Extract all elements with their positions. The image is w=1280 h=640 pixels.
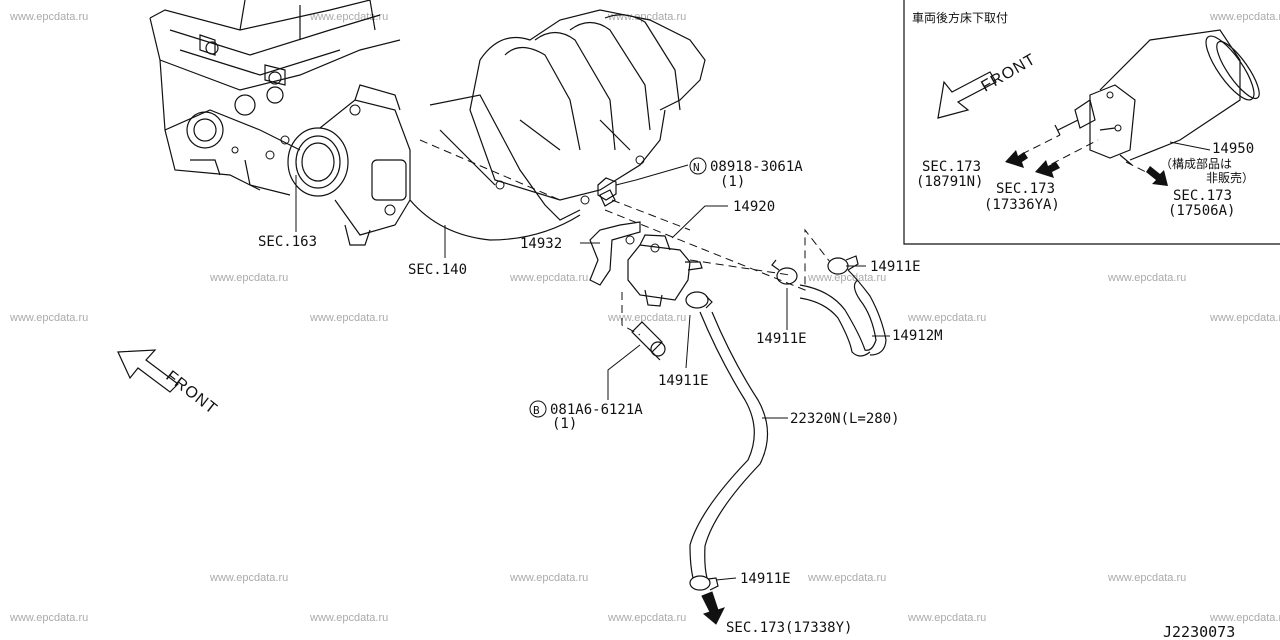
- label-nut: N 08918-3061A (1): [689, 157, 803, 190]
- watermark: www.epcdata.ru: [309, 612, 388, 624]
- watermark: www.epcdata.ru: [209, 272, 288, 284]
- watermark: www.epcdata.ru: [607, 612, 686, 624]
- charcoal-canister: [1054, 29, 1260, 166]
- watermark: www.epcdata.ru: [1107, 572, 1186, 584]
- watermark: www.epcdata.ru: [509, 272, 588, 284]
- inset-sec-a-line1: SEC.173: [922, 159, 981, 175]
- label-hose-short: 14912M: [892, 328, 943, 344]
- watermark: www.epcdata.ru: [9, 312, 88, 324]
- label-valve: 14920: [733, 199, 775, 215]
- watermark: www.epcdata.ru: [807, 272, 886, 284]
- nut-symbol: N: [693, 161, 700, 174]
- engine-cylinder-head: [149, 0, 401, 196]
- label-clamp-mid: 14911E: [756, 331, 807, 347]
- hose-22320n: [689, 311, 769, 579]
- bolt: [631, 321, 666, 361]
- watermark: www.epcdata.ru: [209, 572, 288, 584]
- diagram-code: J2230073: [1163, 623, 1235, 640]
- label-bracket: 14932: [520, 236, 562, 252]
- label-clamp-top-right: 14911E: [870, 259, 921, 275]
- inset-note: 車両後方床下取付: [912, 10, 1008, 25]
- watermark: www.epcdata.ru: [1209, 312, 1280, 324]
- inset-sec-b-line1: SEC.173: [996, 181, 1055, 197]
- hose-clamp: [689, 575, 719, 591]
- inset-not-sold-note-1: （構成部品は: [1160, 156, 1232, 171]
- front-arrow: FRONT: [117, 349, 221, 418]
- inset-arrow-c: [1146, 166, 1168, 186]
- label-hose-long: 22320N(L=280): [790, 411, 900, 427]
- watermark: www.epcdata.ru: [907, 312, 986, 324]
- watermark: www.epcdata.ru: [907, 612, 986, 624]
- front-label: FRONT: [163, 368, 221, 418]
- inset-sec-b-line2: (17336YA): [984, 197, 1060, 213]
- assembly-dash-lines: [419, 139, 831, 336]
- outlet-arrow: [701, 591, 725, 625]
- watermark: www.epcdata.ru: [9, 612, 88, 624]
- label-sec173-bottom: SEC.173(17338Y): [726, 620, 852, 636]
- inset-arrow-a: [1005, 150, 1028, 168]
- nut-part-number: 08918-3061A: [710, 159, 803, 175]
- inset-part-number: 14950: [1212, 141, 1254, 157]
- valve-bracket: [589, 189, 641, 286]
- leaders: [580, 164, 890, 581]
- inset-not-sold-note-2: 非販売）: [1206, 170, 1254, 185]
- watermark: www.epcdata.ru: [607, 11, 686, 23]
- bolt-part-number: 081A6-6121A: [550, 402, 643, 418]
- inset-sec-c-line2: (17506A): [1168, 203, 1235, 219]
- bolt-symbol: B: [533, 404, 540, 417]
- hose-14912m: [799, 269, 887, 357]
- watermark: www.epcdata.ru: [309, 312, 388, 324]
- bolt-quantity: (1): [552, 416, 577, 432]
- label-bolt: B 081A6-6121A (1): [529, 400, 643, 432]
- nut-quantity: (1): [720, 174, 745, 190]
- hose-clamp: [685, 291, 713, 309]
- inset-box: 車両後方床下取付 FRONT SEC.173 (18791N) SEC.173 …: [903, 0, 1280, 245]
- throttle-body: [287, 84, 411, 246]
- watermark: www.epcdata.ru: [309, 11, 388, 23]
- label-sec163: SEC.163: [258, 234, 317, 250]
- label-clamp-bottom: 14911E: [740, 571, 791, 587]
- inset-front-arrow: [937, 71, 997, 119]
- inset-sec-c-line1: SEC.173: [1173, 188, 1232, 204]
- watermark: www.epcdata.ru: [509, 572, 588, 584]
- hose-clamp: [771, 259, 798, 285]
- nut: [597, 177, 617, 201]
- watermark: www.epcdata.ru: [1209, 612, 1280, 624]
- watermark: www.epcdata.ru: [607, 312, 686, 324]
- watermark: www.epcdata.ru: [9, 11, 88, 23]
- label-clamp-left: 14911E: [658, 373, 709, 389]
- watermark: www.epcdata.ru: [1107, 272, 1186, 284]
- inset-arrow-b: [1035, 160, 1060, 178]
- watermarks: www.epcdata.ru www.epcdata.ru www.epcdat…: [9, 11, 1280, 624]
- label-sec140: SEC.140: [408, 262, 467, 278]
- inset-sec-a-line2: (18791N): [916, 174, 983, 190]
- purge-control-valve: [627, 234, 703, 307]
- watermark: www.epcdata.ru: [807, 572, 886, 584]
- watermark: www.epcdata.ru: [1209, 11, 1280, 23]
- intake-manifold: [409, 9, 706, 241]
